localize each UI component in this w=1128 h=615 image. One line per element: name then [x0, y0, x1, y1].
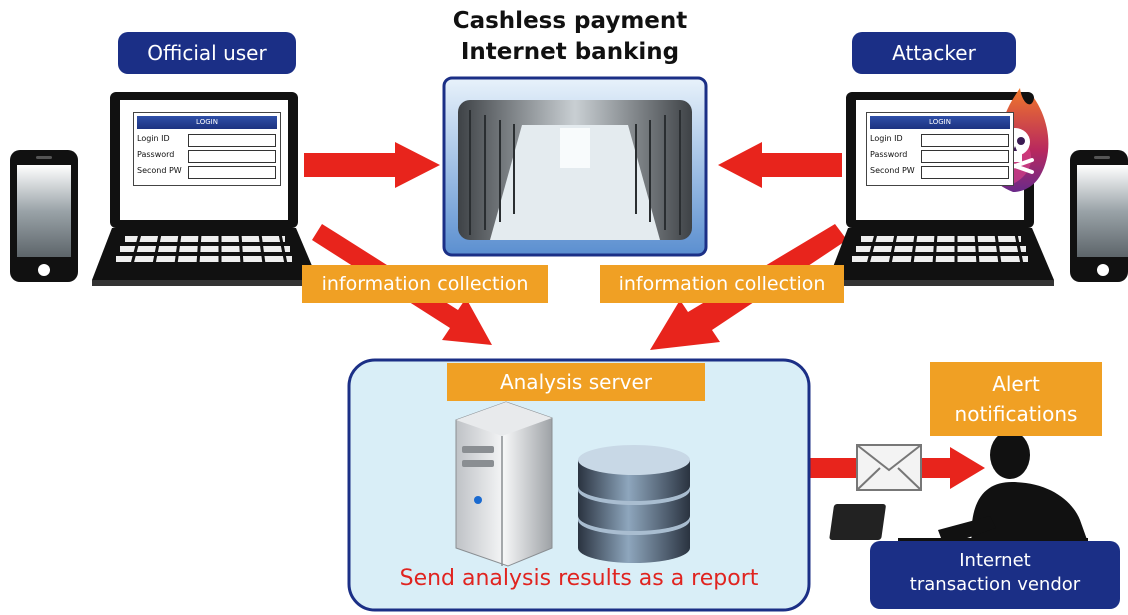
arrow-analysis-to-vendor-base — [808, 458, 858, 478]
second-pw-field — [921, 166, 1009, 179]
arrow-user-to-bank — [304, 142, 440, 188]
server-room-icon — [442, 76, 708, 257]
vendor-line1: Internet — [959, 550, 1031, 571]
login-id-label: Login ID — [137, 134, 170, 143]
vendor-line2: transaction vendor — [909, 574, 1081, 595]
service-title: Cashless payment Internet banking — [380, 6, 760, 68]
login-id-field — [188, 134, 276, 147]
second-pw-label: Second PW — [137, 166, 182, 175]
smartphone-icon — [1070, 150, 1128, 282]
password-label: Password — [870, 150, 908, 159]
alert-line2: notifications — [954, 402, 1078, 426]
second-pw-field — [188, 166, 276, 179]
password-label: Password — [137, 150, 175, 159]
password-field — [188, 150, 276, 163]
info-collection-left-label: information collection — [302, 265, 548, 303]
info-collection-right-label: information collection — [600, 265, 844, 303]
server-tower-icon — [455, 401, 553, 567]
vendor-label: Internet transaction vendor — [870, 541, 1120, 609]
envelope-icon — [856, 444, 922, 491]
database-icon — [578, 445, 690, 563]
alert-notifications-label: Alert notifications — [930, 362, 1102, 436]
login-id-field — [921, 134, 1009, 147]
second-pw-label: Second PW — [870, 166, 915, 175]
login-id-label: Login ID — [870, 134, 903, 143]
report-caption: Send analysis results as a report — [399, 566, 759, 591]
service-title-line1: Cashless payment — [452, 8, 688, 34]
alert-line1: Alert — [992, 372, 1040, 396]
login-header: LOGIN — [870, 116, 1010, 129]
arrow-attacker-to-bank — [718, 142, 842, 188]
login-form-attacker: LOGIN Login ID Password Second PW — [866, 112, 1014, 186]
attacker-label: Attacker — [852, 32, 1016, 74]
analysis-server-label: Analysis server — [447, 363, 705, 401]
login-header: LOGIN — [137, 116, 277, 129]
official-user-label: Official user — [118, 32, 296, 74]
login-form-user: LOGIN Login ID Password Second PW — [133, 112, 281, 186]
password-field — [921, 150, 1009, 163]
arrow-analysis-to-vendor-head — [920, 447, 985, 489]
service-title-line2: Internet banking — [460, 39, 680, 65]
smartphone-icon — [10, 150, 78, 282]
